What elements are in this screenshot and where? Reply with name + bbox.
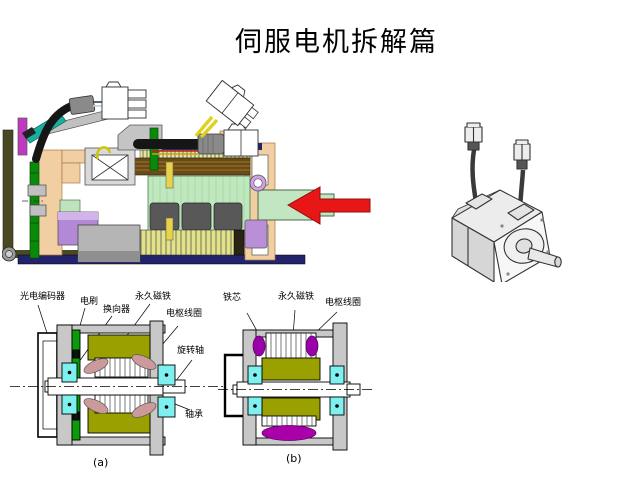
stator-winding-bottom-b	[261, 415, 317, 427]
diagram-b	[218, 309, 374, 451]
motor-body	[451, 189, 562, 282]
rotor-magnet-top-b	[261, 357, 321, 381]
front-bearing	[244, 174, 268, 249]
page-title: 伺服电机拆解篇	[235, 27, 438, 58]
label-magnet-b: 永久磁铁	[278, 292, 315, 302]
label-armature-coil-a: 电枢线圈	[166, 309, 203, 319]
power-plug-tilted	[205, 79, 259, 129]
label-iron-core: 铁芯	[223, 293, 242, 303]
servo-motor-photo	[451, 122, 562, 282]
encoder-plug	[101, 81, 147, 120]
label-brush: 电刷	[80, 297, 99, 307]
power-cable	[117, 123, 259, 171]
caption-a: (a)	[93, 456, 109, 469]
label-photo-encoder: 光电编码器	[20, 292, 66, 302]
label-bearing: 轴承	[185, 410, 204, 420]
bearings-b	[247, 365, 345, 416]
label-magnet-a: 永久磁铁	[135, 292, 172, 302]
label-rotating-shaft: 旋转轴	[177, 346, 205, 356]
coil-end-bottom-b	[261, 425, 317, 441]
label-armature-coil-b: 电枢线圈	[325, 298, 362, 308]
encoder-assembly	[22, 146, 174, 263]
cable-connector-right	[513, 139, 531, 170]
yellow-wires	[194, 115, 219, 139]
coil-ends-a	[83, 354, 157, 418]
insert-arrow	[287, 186, 371, 225]
wire-bracket-b	[223, 353, 243, 418]
motor-cross-section-diagram	[2, 79, 371, 265]
label-commutator: 换向器	[103, 305, 131, 315]
diagram-a	[10, 303, 224, 456]
coil-ends-top-b	[252, 335, 319, 357]
caption-b: (b)	[286, 452, 302, 465]
encoder-cable	[32, 95, 103, 163]
cable-connector-left	[464, 122, 483, 151]
rotor	[147, 175, 251, 233]
bearings-a	[61, 362, 176, 418]
